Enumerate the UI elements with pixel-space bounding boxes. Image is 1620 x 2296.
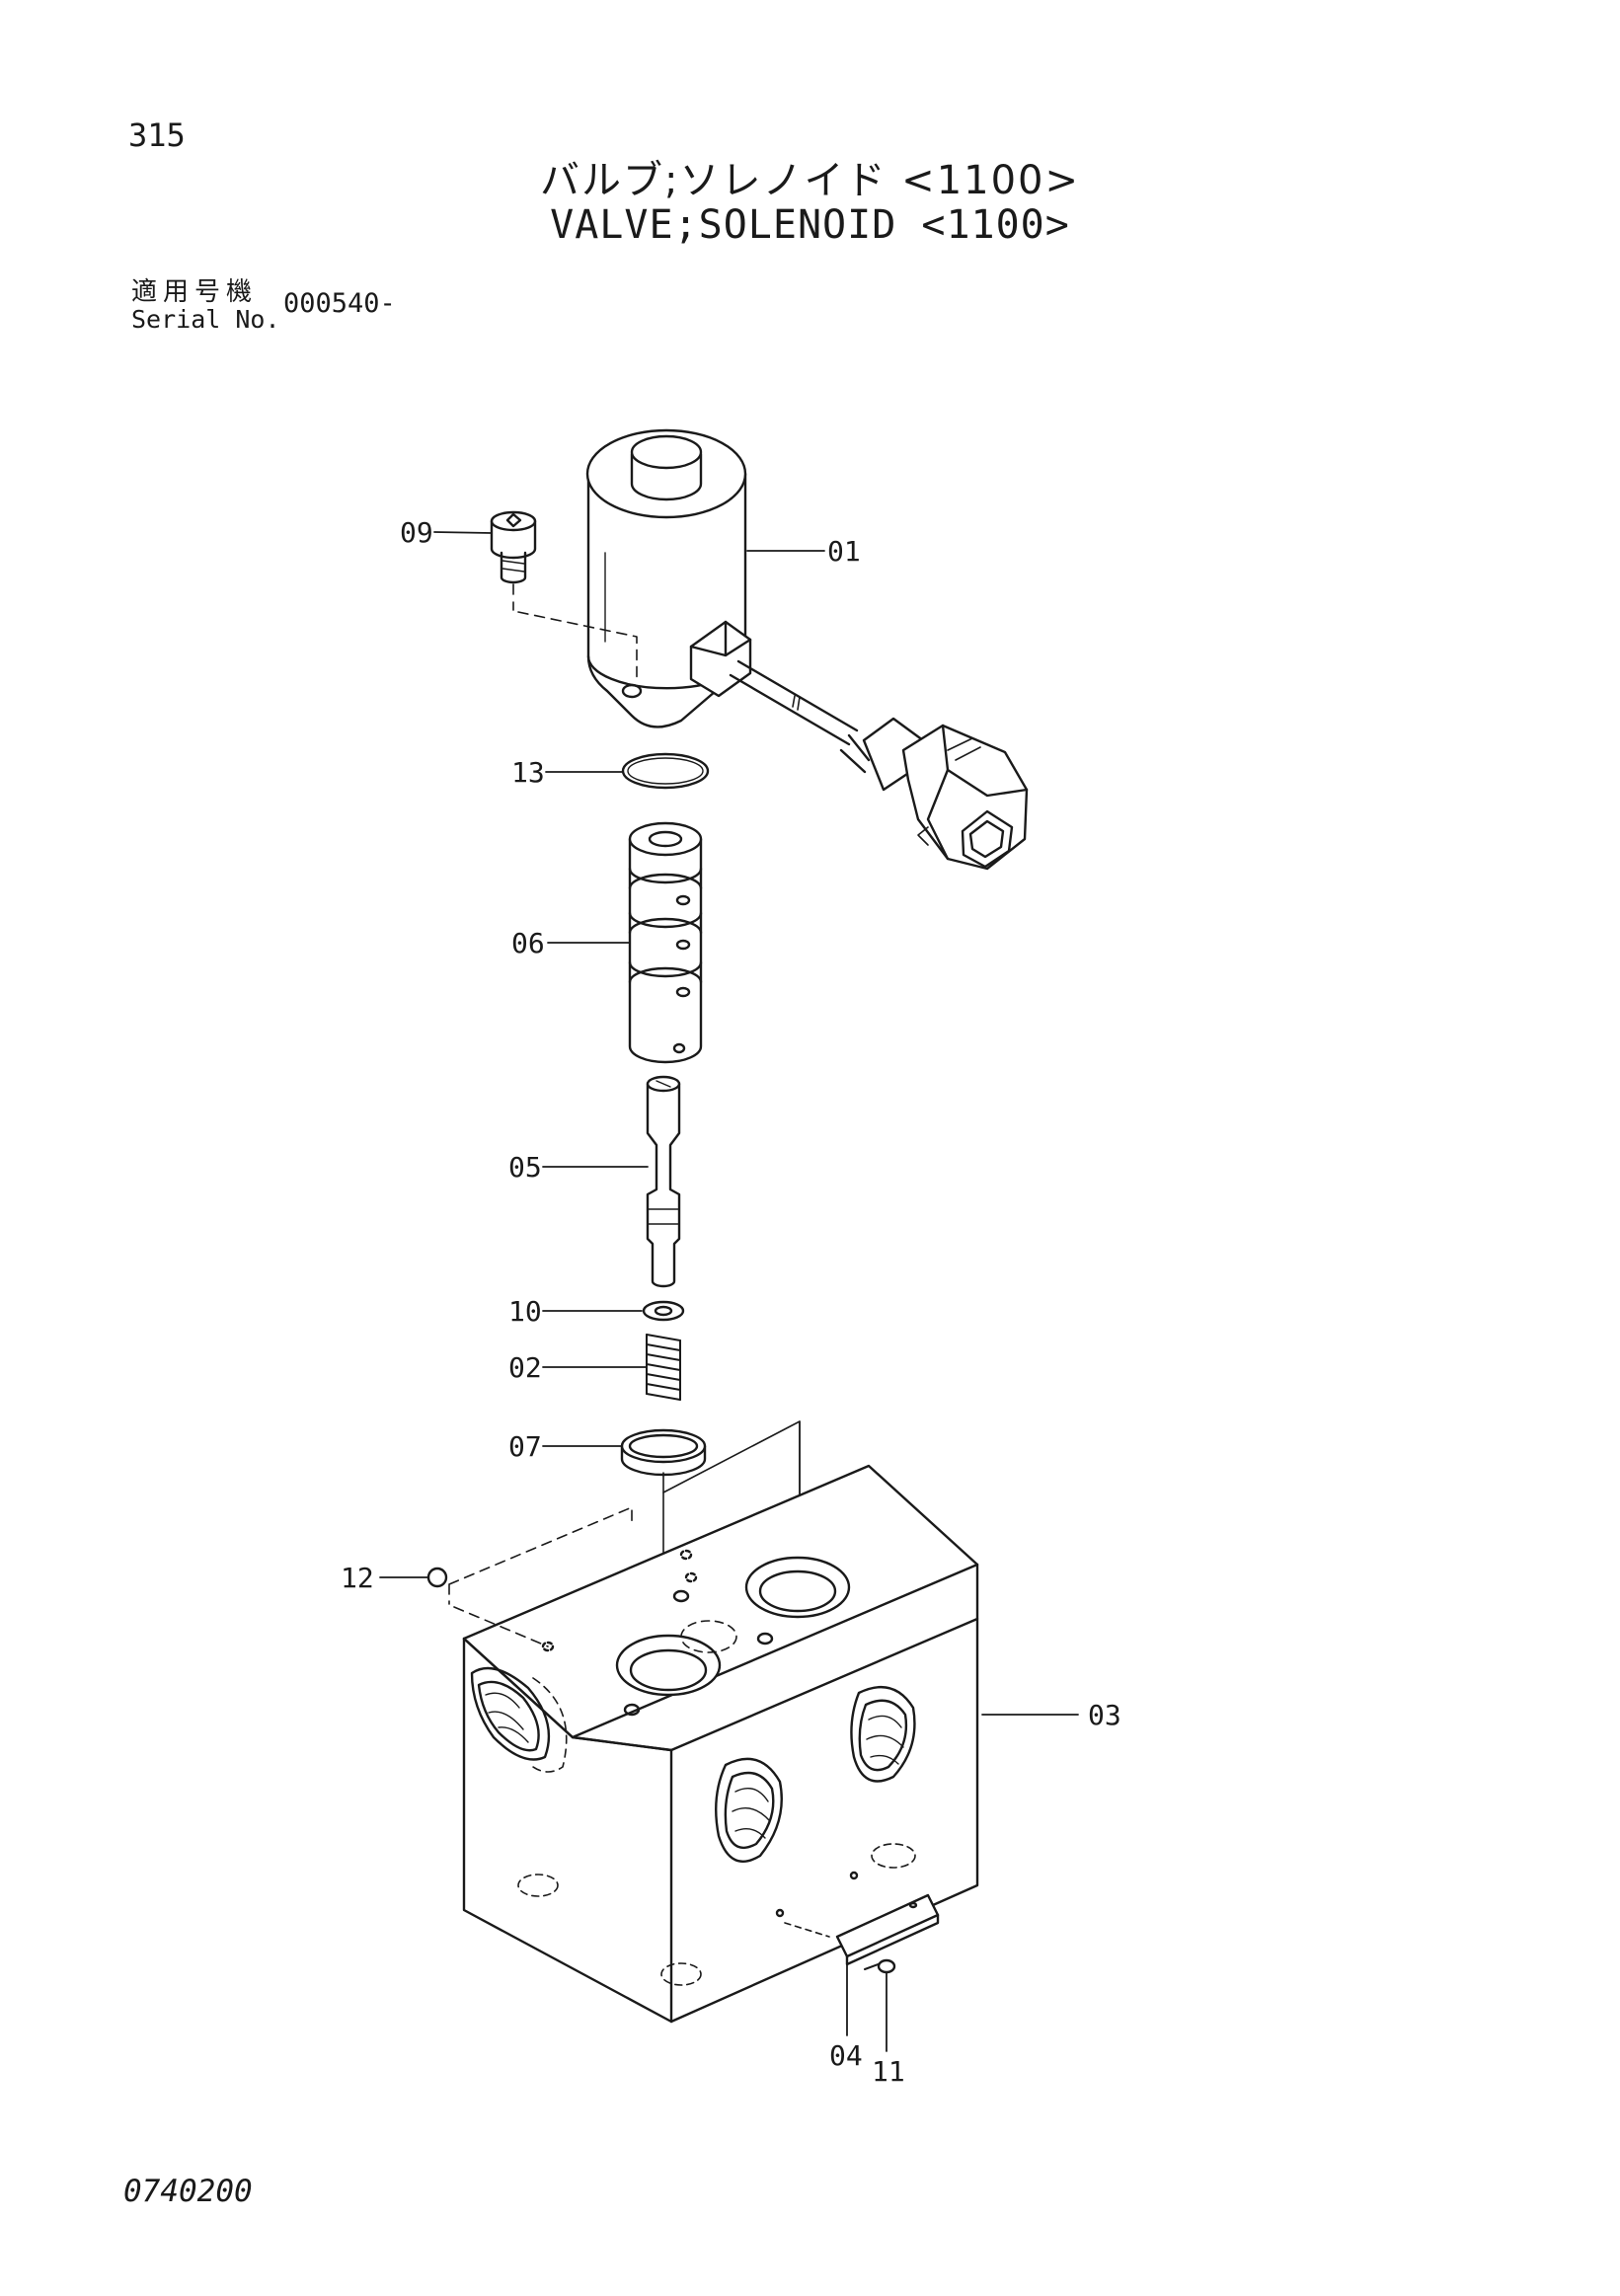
callout-labels: 09 01 13 06 05 10 02 07 12 03 04 11 <box>341 516 1121 2088</box>
name-plate <box>835 1893 940 1966</box>
title-japanese: バルブ;ソレノイド <1100> <box>539 158 1081 203</box>
callout-01: 01 <box>827 535 861 568</box>
serial-number-value: 000540- <box>283 288 396 319</box>
callout-03: 03 <box>1088 1699 1121 1731</box>
callout-04: 04 <box>829 2039 863 2072</box>
valve-spool <box>646 1075 681 1288</box>
callout-13: 13 <box>511 756 545 789</box>
leader-lines <box>379 531 1079 2052</box>
callout-10: 10 <box>508 1295 542 1328</box>
valve-body <box>462 1464 979 2024</box>
valve-seat <box>620 1428 707 1477</box>
page-number: 315 <box>128 116 186 154</box>
socket-screw <box>490 510 537 595</box>
drawing-code: 0740200 <box>123 2174 253 2209</box>
steel-ball <box>426 1567 448 1588</box>
screw-assembly-line <box>512 601 638 682</box>
washer <box>642 1300 685 1322</box>
serial-label-english: Serial No. <box>131 305 280 334</box>
callout-05: 05 <box>508 1151 542 1184</box>
ball-assembly-line <box>448 1506 633 1647</box>
callout-02: 02 <box>508 1351 542 1384</box>
callout-06: 06 <box>511 927 545 959</box>
o-ring <box>621 752 710 790</box>
callout-11: 11 <box>872 2055 905 2088</box>
valve-sleeve <box>628 821 703 1064</box>
spring <box>646 1334 681 1401</box>
callout-09: 09 <box>400 516 433 549</box>
callout-12: 12 <box>341 1562 374 1594</box>
title-english: VALVE;SOLENOID <1100> <box>550 202 1070 248</box>
callout-07: 07 <box>508 1430 542 1463</box>
rivet <box>864 1958 896 1974</box>
serial-label-japanese: 適用号機 <box>131 277 259 307</box>
solenoid-coil <box>585 428 1029 871</box>
